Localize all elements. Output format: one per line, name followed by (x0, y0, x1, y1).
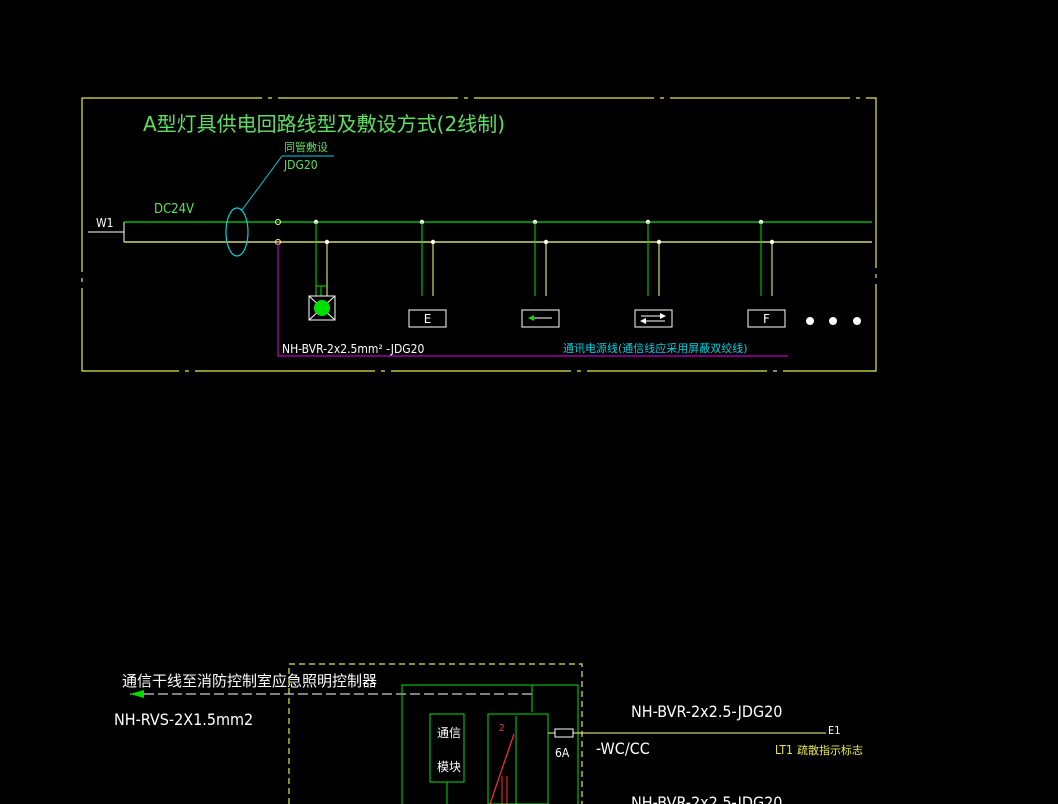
circuit-cable-label: NH-BVR-2x2.5-JDG20 (631, 702, 782, 721)
arrow-head-icon (660, 313, 666, 319)
comm-line (277, 242, 788, 357)
enclosure-frame (288, 663, 583, 804)
comm-module-label-1: 通信 (437, 726, 461, 740)
circuit-id: W1 (96, 216, 114, 230)
breaker-switch-icon (489, 733, 515, 804)
comm-cable-label: NH-RVS-2X1.5mm2 (114, 710, 253, 729)
comm-trunk-label: 通信干线至消防控制室应急照明控制器 (122, 672, 377, 690)
continuation-dot (806, 317, 814, 325)
conduit-note: 同管敷设 (284, 140, 328, 154)
fixture-label: F (763, 312, 770, 326)
conduit-label: JDG20 (283, 158, 318, 172)
diagram-b: 通信干线至消防控制室应急照明控制器 NH-RVS-2X1.5mm2 通信 模块 … (114, 663, 863, 804)
breaker-mark: 2 (499, 723, 505, 734)
diagram-a-frame (81, 97, 877, 372)
circuit-id-e1: E1 (828, 724, 841, 737)
fuse-icon (554, 728, 574, 738)
fixture-box-arrow-both (634, 309, 673, 328)
trunk-arrow-icon (130, 690, 144, 698)
circuit-cable-label-2: NH-BVR-2x2.5-JDG20 (631, 793, 782, 804)
arrow-head-icon (528, 315, 534, 321)
fixture-box-arrow-left (521, 309, 560, 328)
diagram-a: A型灯具供电回路线型及敷设方式(2线制) 同管敷设 JDG20 DC24V W1… (81, 97, 877, 372)
breaker-box (487, 713, 549, 804)
comm-module-label-2: 模块 (437, 760, 461, 774)
emergency-lamp-icon (308, 295, 336, 321)
continuation-dot (853, 317, 861, 325)
fixture-desc: 疏散指示标志 (797, 743, 863, 757)
junction-marker (275, 219, 281, 225)
fixture-box-exit (408, 309, 447, 328)
continuation-dot (829, 317, 837, 325)
lamp-bulb-icon (314, 300, 330, 316)
inner-wiring (401, 684, 579, 804)
leader-line (241, 155, 283, 211)
comm-label: 通讯电源线(通信线应采用屏蔽双绞线) (563, 341, 748, 355)
fixture-id: LT1 (775, 743, 793, 757)
voltage-label: DC24V (154, 202, 194, 217)
fixture-label: E (424, 312, 432, 326)
rating-label: 6A (555, 746, 570, 760)
diagram-a-title: A型灯具供电回路线型及敷设方式(2线制) (143, 112, 505, 136)
arrow-head-icon (640, 318, 646, 324)
conduit-ellipse (225, 207, 249, 257)
fixture-box-floor (747, 309, 786, 328)
laying-method-label: -WC/CC (596, 739, 650, 758)
cable-label: NH-BVR-2x2.5mm² -JDG20 (282, 342, 424, 356)
